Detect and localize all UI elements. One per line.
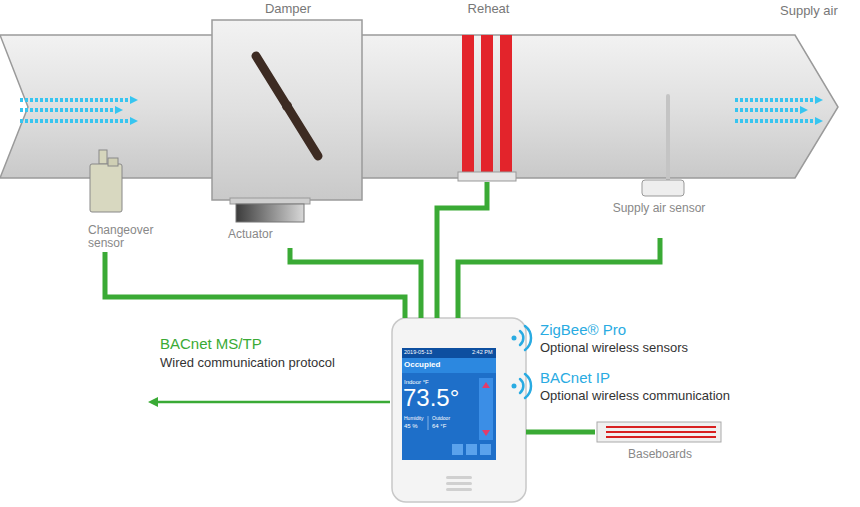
flow-label: Supply air <box>780 4 838 18</box>
changeover-sensor-symbol <box>90 150 122 212</box>
baseboard: Baseboards <box>595 418 725 466</box>
part-label: Supply air sensor <box>612 202 706 215</box>
screen-text: 2:42 PM <box>472 350 492 356</box>
control-wire <box>458 238 660 318</box>
part-label: Actuator <box>228 228 273 241</box>
baseboard-heater <box>597 422 721 442</box>
supply-air-sensor: Supply air sensor <box>612 176 706 238</box>
actuator: Actuator <box>226 196 312 248</box>
screen-text: Outdoor <box>432 416 450 421</box>
bus-arrow <box>156 401 390 404</box>
damper-section <box>212 20 362 200</box>
damper-blade <box>256 56 318 156</box>
control-wire <box>526 430 595 435</box>
damper-pivot <box>282 101 292 111</box>
part-label: Damper <box>212 2 364 16</box>
actuator-symbol <box>230 198 310 222</box>
screen-text: 2019-05-13 <box>404 350 432 356</box>
screen-text: 73.5° <box>403 385 459 410</box>
control-wire <box>437 182 487 318</box>
protocol-note: Optional wireless communication <box>540 389 730 403</box>
thermostat-housing <box>392 318 526 502</box>
duct <box>0 35 838 178</box>
screen-text: 64 °F <box>432 423 446 429</box>
reheat-coil: Reheat <box>450 0 527 182</box>
airflow-heads <box>115 96 823 125</box>
changeover-sensor: Changeover sensor <box>82 148 162 252</box>
airflow-arrows <box>20 100 815 121</box>
screen-text: Occupied <box>404 361 440 369</box>
supply-air-sensor-symbol <box>642 96 684 196</box>
screen-text: Humidity <box>404 416 423 421</box>
protocol-note: Optional wireless sensors <box>540 341 688 355</box>
thermostat: 2019-05-132:42 PMOccupiedIndoor °F73.5°H… <box>392 318 526 502</box>
protocol-name: ZigBee® Pro <box>540 322 626 338</box>
protocol-name: BACnet IP <box>540 370 610 386</box>
part-label: Reheat <box>450 2 527 16</box>
part-label: Changeover sensor <box>88 224 158 249</box>
protocol-note: Wired communication protocol <box>160 356 335 370</box>
damper-section: Damper <box>212 0 364 200</box>
wireless-icon <box>512 326 532 398</box>
part-label: Baseboards <box>595 448 725 461</box>
control-wire <box>290 248 421 318</box>
reheat-coil <box>458 35 516 181</box>
protocol-name: BACnet MS/TP <box>160 336 262 352</box>
screen-text: 45 % <box>404 423 418 429</box>
